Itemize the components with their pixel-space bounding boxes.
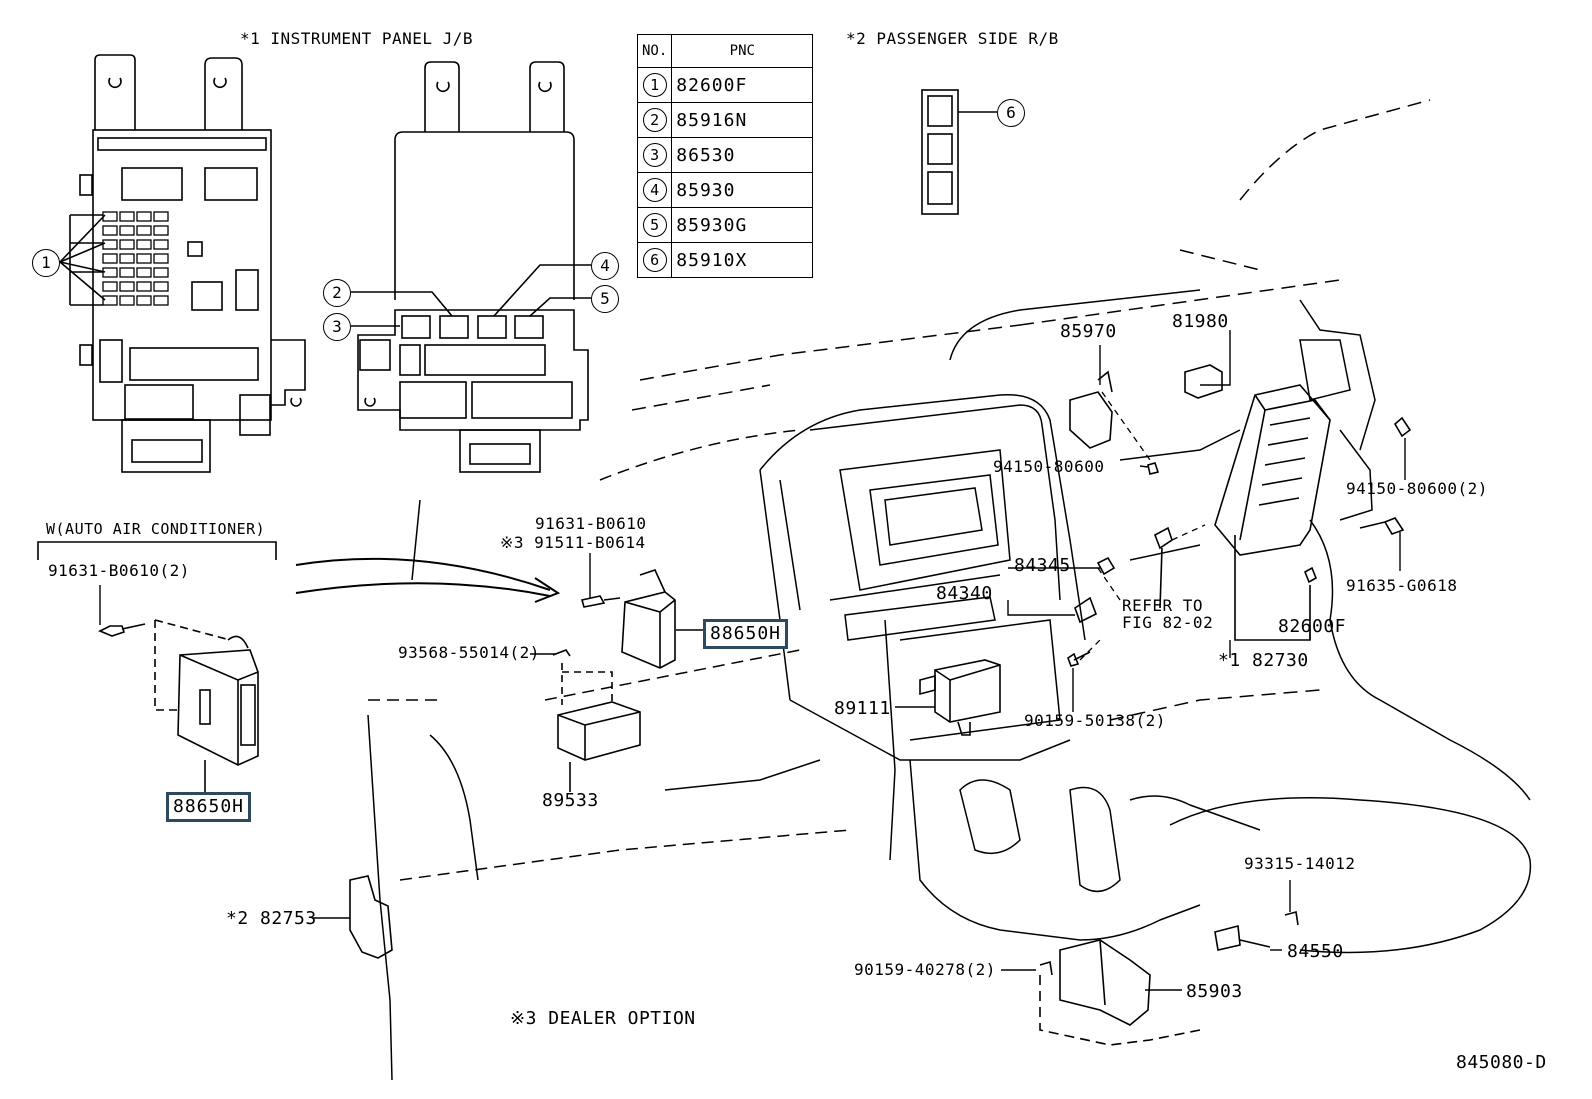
pointer-arrow <box>295 557 551 591</box>
instrument-panel-jb-rear <box>351 61 591 473</box>
part-label[interactable]: 81980 <box>1172 311 1229 332</box>
pnc-row[interactable]: 2 85916N <box>636 102 814 138</box>
pnc-row-number: 2 <box>642 108 667 132</box>
jb-header: *1 INSTRUMENT PANEL J/B <box>240 29 474 48</box>
callout-5[interactable]: 5 <box>591 285 619 313</box>
junction-box-82730 <box>1184 364 1412 641</box>
pnc-row-value: 85930 <box>671 172 814 208</box>
passenger-side-rb <box>921 89 997 215</box>
pnc-row[interactable]: 1 82600F <box>636 67 814 103</box>
callout-3[interactable]: 3 <box>323 313 351 341</box>
part-label[interactable]: 94150-80600 <box>993 457 1105 476</box>
pnc-row[interactable]: 4 85930 <box>636 172 814 208</box>
pnc-row[interactable]: 6 85910X <box>636 242 814 278</box>
pnc-col-no: NO. <box>636 34 673 68</box>
pnc-row[interactable]: 5 85930G <box>636 207 814 243</box>
auto-ac-variant-box <box>37 541 277 792</box>
pnc-row-number: 3 <box>642 143 667 167</box>
part-label[interactable]: ※3 91511-B0614 <box>500 533 646 552</box>
part-label[interactable]: FIG 82-02 <box>1122 613 1214 632</box>
pnc-row-number: 1 <box>642 73 667 97</box>
part-label[interactable]: 94150-80600(2) <box>1346 479 1488 498</box>
part-label[interactable]: 84550 <box>1287 941 1344 962</box>
part-label[interactable]: 91631-B0610(2) <box>48 561 190 580</box>
leader-lines <box>99 330 1406 971</box>
pnc-row-value: 86530 <box>671 137 814 173</box>
part-label[interactable]: 89111 <box>834 698 891 719</box>
pnc-row-value: 85910X <box>671 242 814 278</box>
part-label[interactable]: 93315-14012 <box>1244 854 1356 873</box>
part-label[interactable]: *1 82730 <box>1218 650 1309 671</box>
part-label[interactable]: REFER TO <box>1122 596 1204 615</box>
part-label[interactable]: 84340 <box>936 583 993 604</box>
part-label[interactable]: 89533 <box>542 790 599 811</box>
part-label[interactable]: 85903 <box>1186 981 1243 1002</box>
pnc-row-value: 85930G <box>671 207 814 243</box>
highlighted-part-88650h-variant[interactable]: 88650H <box>166 792 252 822</box>
part-label[interactable]: 91635-G0618 <box>1346 576 1458 595</box>
module-88650h <box>580 569 703 669</box>
part-label[interactable]: 82600F <box>1278 616 1347 637</box>
rb-header: *2 PASSENGER SIDE R/B <box>846 29 1059 48</box>
callout-4[interactable]: 4 <box>591 252 619 280</box>
callout-1[interactable]: 1 <box>32 249 60 277</box>
part-label[interactable]: 90159-50138(2) <box>1024 711 1166 730</box>
variant-header: W(AUTO AIR CONDITIONER) <box>46 520 266 538</box>
pnc-row-value: 85916N <box>671 102 814 138</box>
part-label[interactable]: 85970 <box>1060 321 1117 342</box>
small-parts <box>312 370 1299 1046</box>
pnc-row[interactable]: 3 86530 <box>636 137 814 173</box>
part-label[interactable]: 90159-40278(2) <box>854 960 996 979</box>
dashed-hookups <box>1079 391 1206 661</box>
fuse-grid <box>102 211 169 306</box>
dealer-option-note: ※3 DEALER OPTION <box>510 1008 696 1029</box>
callout-2[interactable]: 2 <box>323 279 351 307</box>
callout-6[interactable]: 6 <box>997 99 1025 127</box>
instrument-panel-jb-front <box>59 54 306 473</box>
part-label[interactable]: *2 82753 <box>226 908 317 929</box>
part-label[interactable]: 93568-55014(2) <box>398 643 540 662</box>
part-label[interactable]: 91631-B0610 <box>535 514 647 533</box>
figure-id: 845080-D <box>1456 1052 1547 1073</box>
highlighted-part-88650h[interactable]: 88650H <box>703 619 789 649</box>
pnc-table: NO. PNC 1 82600F 2 85916N 3 86530 4 8593… <box>636 34 814 278</box>
unit-89533 <box>552 649 641 792</box>
pnc-col-pnc: PNC <box>671 34 814 68</box>
pnc-row-number: 5 <box>642 213 667 237</box>
pnc-row-number: 6 <box>642 248 667 272</box>
dashboard-body <box>367 99 1532 1081</box>
pnc-row-number: 4 <box>642 178 667 202</box>
part-label[interactable]: 84345 <box>1014 555 1071 576</box>
pnc-row-value: 82600F <box>671 67 814 103</box>
